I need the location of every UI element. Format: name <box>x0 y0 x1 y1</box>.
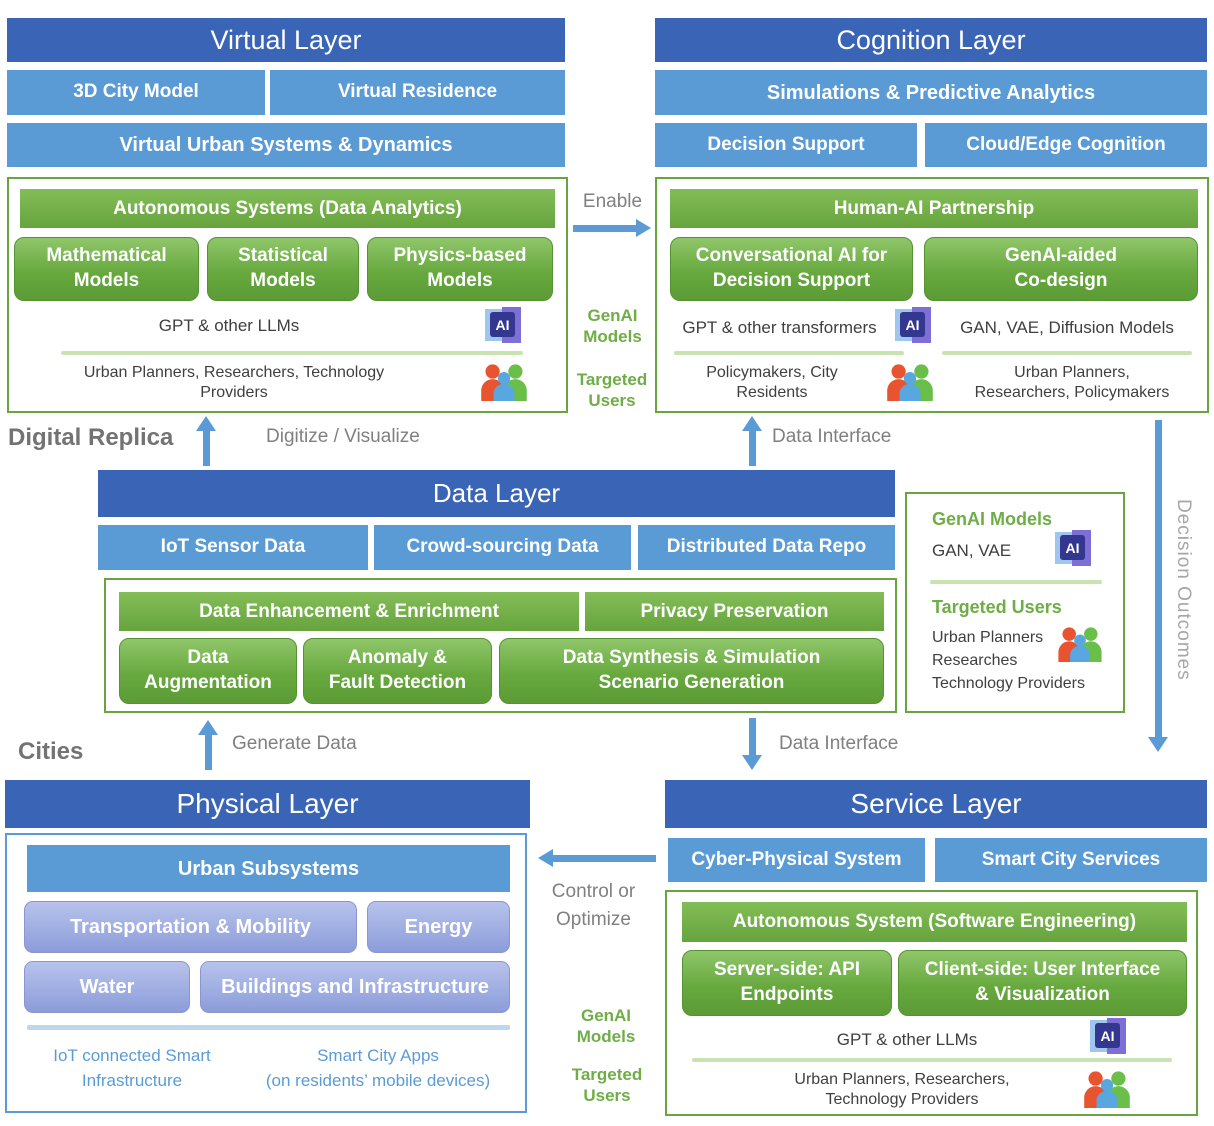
smart-city-apps-text: Smart City Apps (on residents’ mobile de… <box>265 1046 491 1090</box>
side-genai-models-title: GenAI Models <box>932 509 1053 529</box>
ai-icon: AI <box>1090 1018 1126 1054</box>
smart-city-services-box: Smart City Services <box>935 838 1207 882</box>
conversational-ai-pill: Conversational AI for Decision Support <box>670 237 913 301</box>
cognition-genai-left-text: GPT & other transformers <box>682 317 877 337</box>
generate-data-label: Generate Data <box>232 733 357 754</box>
virtual-autonomous-panel: Autonomous Systems (Data Analytics) Math… <box>7 177 568 413</box>
users-icon <box>479 363 529 401</box>
cyber-physical-system-box: Cyber-Physical System <box>668 838 925 882</box>
control-arrow-left <box>538 849 656 867</box>
genai-models-side-label: GenAI Models <box>583 305 642 346</box>
cognition-layer-header: Cognition Layer <box>655 18 1207 62</box>
service-layer-header: Service Layer <box>665 780 1207 828</box>
side-users-text: Urban Planners Researches Technology Pro… <box>932 629 1085 693</box>
service-autonomous-panel: Autonomous System (Software Engineering)… <box>665 890 1198 1116</box>
anomaly-fault-detection-pill: Anomaly & Fault Detection <box>303 638 492 704</box>
ai-icon: AI <box>485 307 521 343</box>
virtual-urban-systems-box: Virtual Urban Systems & Dynamics <box>7 123 565 167</box>
generate-data-arrow-up <box>198 720 218 770</box>
water-pill: Water <box>24 961 190 1013</box>
cognition-genai-right-text: GAN, VAE, Diffusion Models <box>960 317 1174 337</box>
mathematical-models-pill: Mathematical Models <box>14 237 199 301</box>
side-genai-users-panel: GenAI Models GAN, VAE AI Targeted Users … <box>905 492 1125 713</box>
iot-sensor-data-box: IoT Sensor Data <box>98 525 368 570</box>
digitize-arrow-up <box>196 416 216 466</box>
virtual-targeted-users-text: Urban Planners, Researchers, Technology … <box>83 364 385 401</box>
physical-layer-panel: Urban Subsystems Transportation & Mobili… <box>5 833 527 1113</box>
crowd-sourcing-data-box: Crowd-sourcing Data <box>374 525 631 570</box>
genai-models-side-label-bottom: GenAI Models <box>576 1005 636 1046</box>
data-layer-panel: Data Enhancement & Enrichment Privacy Pr… <box>104 578 897 713</box>
client-side-ui-pill: Client-side: User Interface & Visualizat… <box>898 950 1187 1016</box>
data-interface-top-label: Data Interface <box>772 426 892 447</box>
virtual-3d-city-model-box: 3D City Model <box>7 70 265 115</box>
data-interface-arrow-down <box>742 718 762 770</box>
cities-label: Cities <box>18 738 84 765</box>
digital-replica-label: Digital Replica <box>8 424 174 451</box>
cognition-users-left-text: Policymakers, City Residents <box>706 364 838 401</box>
server-side-api-pill: Server-side: API Endpoints <box>682 950 892 1016</box>
divider <box>61 351 523 355</box>
distributed-data-repo-box: Distributed Data Repo <box>638 525 895 570</box>
digitize-visualize-label: Digitize / Visualize <box>266 426 420 447</box>
simulations-predictive-analytics-box: Simulations & Predictive Analytics <box>655 70 1207 115</box>
data-augmentation-pill: Data Augmentation <box>119 638 297 704</box>
autonomous-systems-data-analytics-header: Autonomous Systems (Data Analytics) <box>20 189 555 228</box>
ai-icon: AI <box>895 307 931 343</box>
divider <box>930 580 1102 584</box>
service-targeted-users-text: Urban Planners, Researchers, Technology … <box>794 1071 1010 1108</box>
control-or-optimize-label: Control or Optimize <box>551 880 636 931</box>
targeted-users-side-label-bottom: Targeted Users <box>571 1064 643 1105</box>
decision-outcomes-arrow-down <box>1148 420 1168 752</box>
ai-icon: AI <box>1055 530 1091 566</box>
virtual-layer-header: Virtual Layer <box>7 18 565 62</box>
virtual-genai-models-text: GPT & other LLMs <box>158 315 300 335</box>
data-layer-header: Data Layer <box>98 470 895 517</box>
data-interface-bottom-label: Data Interface <box>779 733 899 754</box>
users-icon <box>1057 626 1103 662</box>
divider <box>942 351 1192 355</box>
buildings-infrastructure-pill: Buildings and Infrastructure <box>200 961 510 1013</box>
physical-layer-header: Physical Layer <box>5 780 530 828</box>
iot-smart-infrastructure-text: IoT connected Smart Infrastructure <box>53 1046 211 1090</box>
decision-outcomes-label: Decision Outcomes <box>1173 499 1194 681</box>
virtual-residence-box: Virtual Residence <box>270 70 565 115</box>
cloud-edge-cognition-box: Cloud/Edge Cognition <box>925 123 1207 167</box>
users-icon <box>885 363 935 401</box>
divider <box>692 1058 1172 1062</box>
human-ai-partnership-header: Human-AI Partnership <box>670 189 1198 228</box>
targeted-users-side-label: Targeted Users <box>576 369 648 410</box>
autonomous-system-software-header: Autonomous System (Software Engineering) <box>682 902 1187 942</box>
side-genai-models-text: GAN, VAE <box>932 541 1012 560</box>
enable-label: Enable <box>582 191 643 212</box>
divider <box>674 351 904 355</box>
side-targeted-users-title: Targeted Users <box>932 597 1062 617</box>
enable-arrow-right <box>573 219 651 237</box>
cognition-users-right-text: Urban Planners, Researchers, Policymaker… <box>974 364 1170 401</box>
service-genai-models-text: GPT & other LLMs <box>836 1029 978 1049</box>
physics-based-models-pill: Physics-based Models <box>367 237 553 301</box>
urban-subsystems-box: Urban Subsystems <box>27 845 510 892</box>
cognition-humanai-panel: Human-AI Partnership Conversational AI f… <box>655 177 1209 413</box>
data-interface-arrow-up <box>742 416 762 466</box>
genai-aided-codesign-pill: GenAI-aided Co-design <box>924 237 1198 301</box>
users-icon <box>1082 1070 1132 1108</box>
statistical-models-pill: Statistical Models <box>207 237 359 301</box>
divider <box>27 1025 510 1030</box>
data-synthesis-pill: Data Synthesis & Simulation Scenario Gen… <box>499 638 884 704</box>
decision-support-box: Decision Support <box>655 123 917 167</box>
energy-pill: Energy <box>367 901 510 953</box>
transportation-mobility-pill: Transportation & Mobility <box>24 901 357 953</box>
privacy-preservation-header: Privacy Preservation <box>585 592 884 631</box>
data-enhancement-header: Data Enhancement & Enrichment <box>119 592 579 631</box>
